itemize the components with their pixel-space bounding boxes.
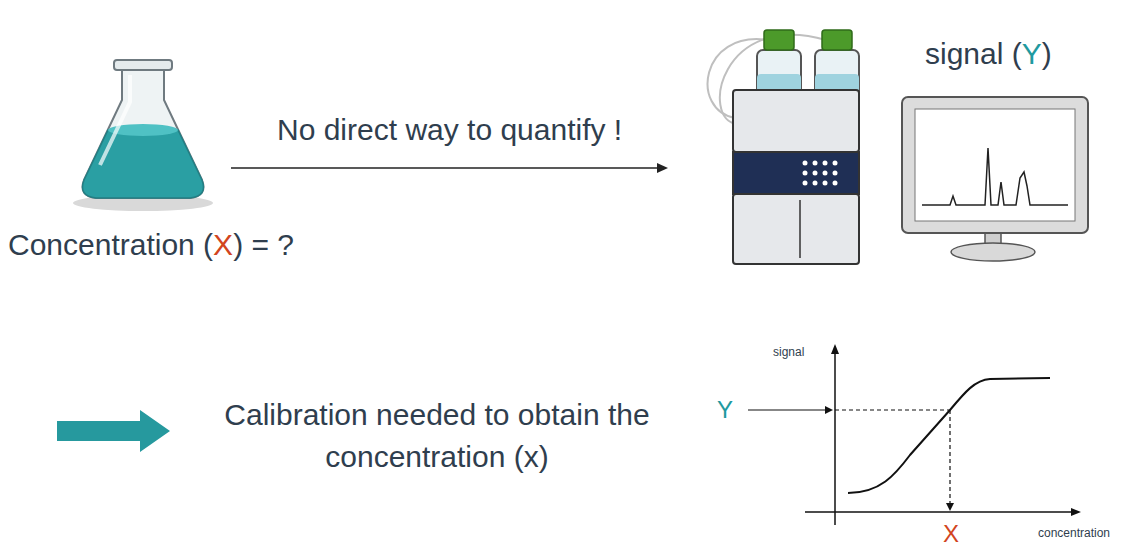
node-text: signal (Y) <box>925 37 1052 72</box>
calibration-note: Calibration needed to obtain the concent… <box>207 394 667 478</box>
flask-node: Concentration (X) = ? <box>60 50 225 220</box>
block-arrow <box>57 410 170 452</box>
edge-label: No direct way to quantify ! <box>277 113 622 148</box>
monitor-illustration <box>902 97 1088 261</box>
value-label: X <box>943 520 959 548</box>
highlight-letter: Y <box>1022 37 1042 70</box>
instrument-node: signal (Y) <box>668 25 1093 270</box>
axis-label: signal <box>773 346 804 360</box>
calibration-graph <box>748 344 1081 525</box>
axis-label: concentration <box>1038 527 1110 541</box>
flask-illustration <box>73 60 213 211</box>
node-text: Concentration (X) = ? <box>8 228 294 263</box>
hplc-illustration <box>708 30 859 264</box>
value-label: Y <box>717 396 733 424</box>
highlight-letter: X <box>213 228 233 261</box>
connector-arrow <box>231 163 668 173</box>
